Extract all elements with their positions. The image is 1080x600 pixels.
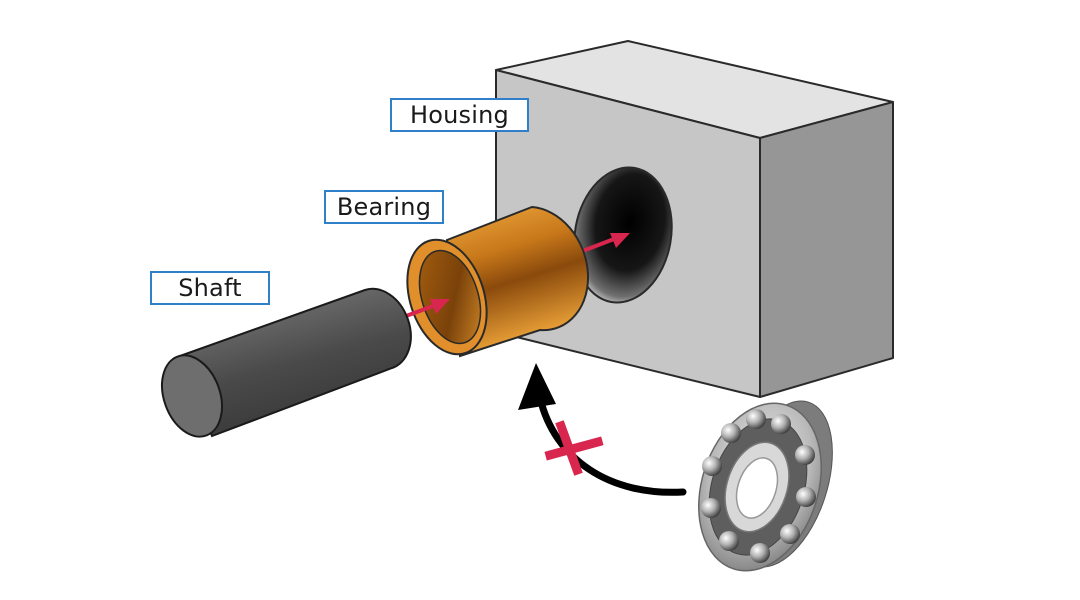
- shaft-end-face: [161, 354, 223, 438]
- housing-side-face: [759, 101, 894, 398]
- bearing-bushing: [406, 205, 589, 358]
- ball-bearing-bore: [735, 457, 779, 519]
- bushing-bore: [418, 249, 482, 345]
- shaft: [161, 287, 412, 438]
- shaft-label: Shaft: [150, 271, 270, 305]
- cross-mark-icon: [544, 420, 604, 476]
- housing-label: Housing: [390, 98, 529, 132]
- curved-arrow-rejected: [518, 363, 687, 496]
- bearing-label: Bearing: [324, 190, 444, 224]
- arrow-bearing-to-housing: [579, 233, 630, 254]
- ball-bearing-balls: [701, 409, 816, 563]
- ball-bearing: [698, 400, 833, 572]
- shaft-body: [178, 287, 412, 438]
